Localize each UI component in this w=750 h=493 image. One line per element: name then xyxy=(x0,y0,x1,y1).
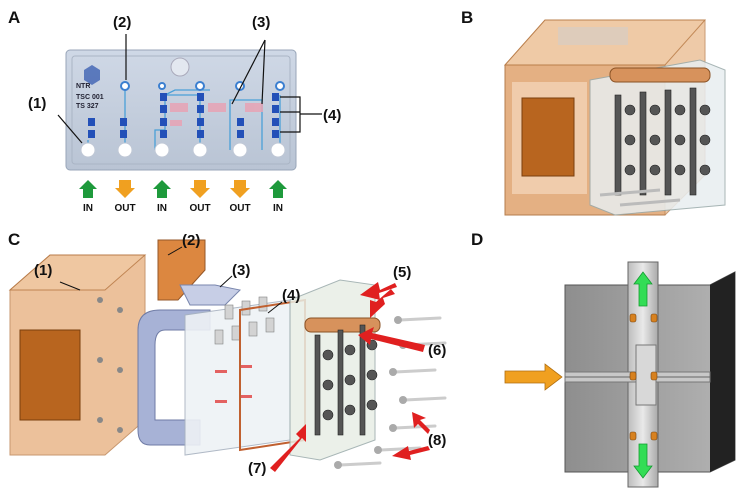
panel-a-leaders xyxy=(57,34,322,144)
bolts-8 xyxy=(338,316,447,467)
panel-c-callout-7: (7) xyxy=(248,460,267,477)
chip-chambers xyxy=(170,103,263,126)
o-ring-seals xyxy=(629,313,658,441)
panel-c-leaders xyxy=(59,246,283,314)
chip-logo-text: NTR xyxy=(76,83,91,90)
port-label-4: OUT xyxy=(229,203,251,214)
panel-c-callout-5: (5) xyxy=(393,264,412,281)
device-b-top-bar xyxy=(609,67,711,83)
flow-arrows-green xyxy=(633,271,653,479)
panel-c-callout-1: (1) xyxy=(34,262,53,279)
chip-layer-4 xyxy=(184,296,291,456)
panel-a-callout-1: (1) xyxy=(28,95,47,112)
device-b-fittings xyxy=(614,87,711,196)
chip-valve-blocks xyxy=(88,93,279,138)
panel-a-callout-4: (4) xyxy=(323,107,342,124)
panel-letter-a: A xyxy=(8,8,21,27)
port-label-5: IN xyxy=(273,203,283,214)
panel-letter-b: B xyxy=(461,8,474,27)
port-arrow-in-5 xyxy=(269,180,287,198)
port-arrow-out-1 xyxy=(115,180,135,198)
panel-c-callout-6: (6) xyxy=(428,342,447,359)
chip-inner xyxy=(71,55,291,165)
panel-c-callout-3: (3) xyxy=(232,262,251,279)
port-label-0: IN xyxy=(83,203,93,214)
chip-id-line-2: TS 327 xyxy=(76,103,99,110)
panel-c-callout-8: (8) xyxy=(428,432,447,449)
logo-hexagon xyxy=(84,65,100,85)
port-label-2: IN xyxy=(157,203,167,214)
panel-a-callout-3: (3) xyxy=(252,14,271,31)
panel-letter-d: D xyxy=(471,230,484,249)
housing-1 xyxy=(8,254,147,456)
panel-c-callout-2: (2) xyxy=(182,232,201,249)
port-label-3: OUT xyxy=(189,203,211,214)
device-b-bolts xyxy=(599,188,681,207)
chip-id-line-1: TSC 001 xyxy=(76,94,104,101)
panel-a-callout-2: (2) xyxy=(113,14,132,31)
manifold-5 xyxy=(289,279,381,461)
port-arrow-out-3 xyxy=(190,180,210,198)
panel-letter-c: C xyxy=(8,230,21,249)
port-arrow-in-2 xyxy=(153,180,171,198)
panel-c-callout-4: (4) xyxy=(282,287,301,304)
panel-c-red-arrows xyxy=(270,282,430,472)
inlet-arrow-orange xyxy=(504,363,563,391)
port-label-1: OUT xyxy=(114,203,136,214)
chip-wells xyxy=(80,142,286,158)
port-arrow-out-4 xyxy=(230,180,250,198)
chip-screw-hole xyxy=(170,57,190,77)
port-arrow-in-0 xyxy=(79,180,97,198)
section-block xyxy=(564,261,736,488)
